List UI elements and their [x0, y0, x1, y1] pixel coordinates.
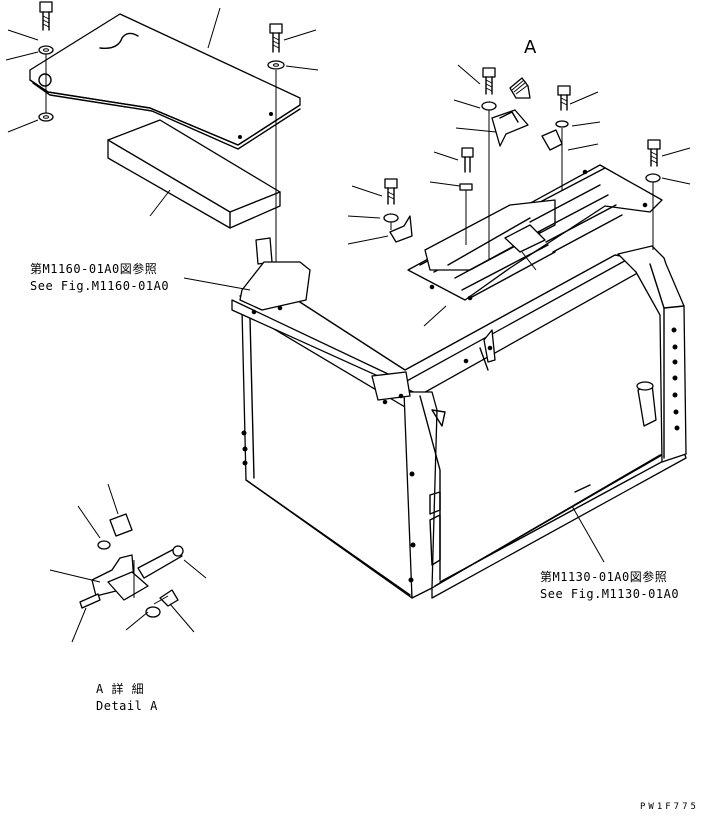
main-frame	[231, 237, 687, 599]
leader-lines	[5, 7, 691, 643]
bolt-cover-right	[267, 23, 285, 262]
bolt-left	[38, 1, 54, 122]
grille-bolts	[383, 67, 661, 260]
view-marker-label: A	[524, 37, 537, 58]
insulation-pad	[107, 119, 281, 229]
detail-a-assembly	[79, 513, 184, 618]
reference-m1160-japanese: 第M1160-01A0図参照	[30, 262, 158, 276]
detail-a-title-english: Detail A	[96, 699, 158, 713]
reference-m1130-japanese: 第M1130-01A0図参照	[540, 570, 668, 584]
top-cover-plate	[29, 13, 301, 150]
detail-a-title-japanese: A 詳 細	[96, 682, 145, 696]
reference-m1130-english: See Fig.M1130-01A0	[540, 587, 680, 601]
drawing-code: PW1F775	[640, 802, 699, 812]
view-arrow-a	[509, 77, 531, 99]
reference-m1160-english: See Fig.M1160-01A0	[30, 279, 170, 293]
